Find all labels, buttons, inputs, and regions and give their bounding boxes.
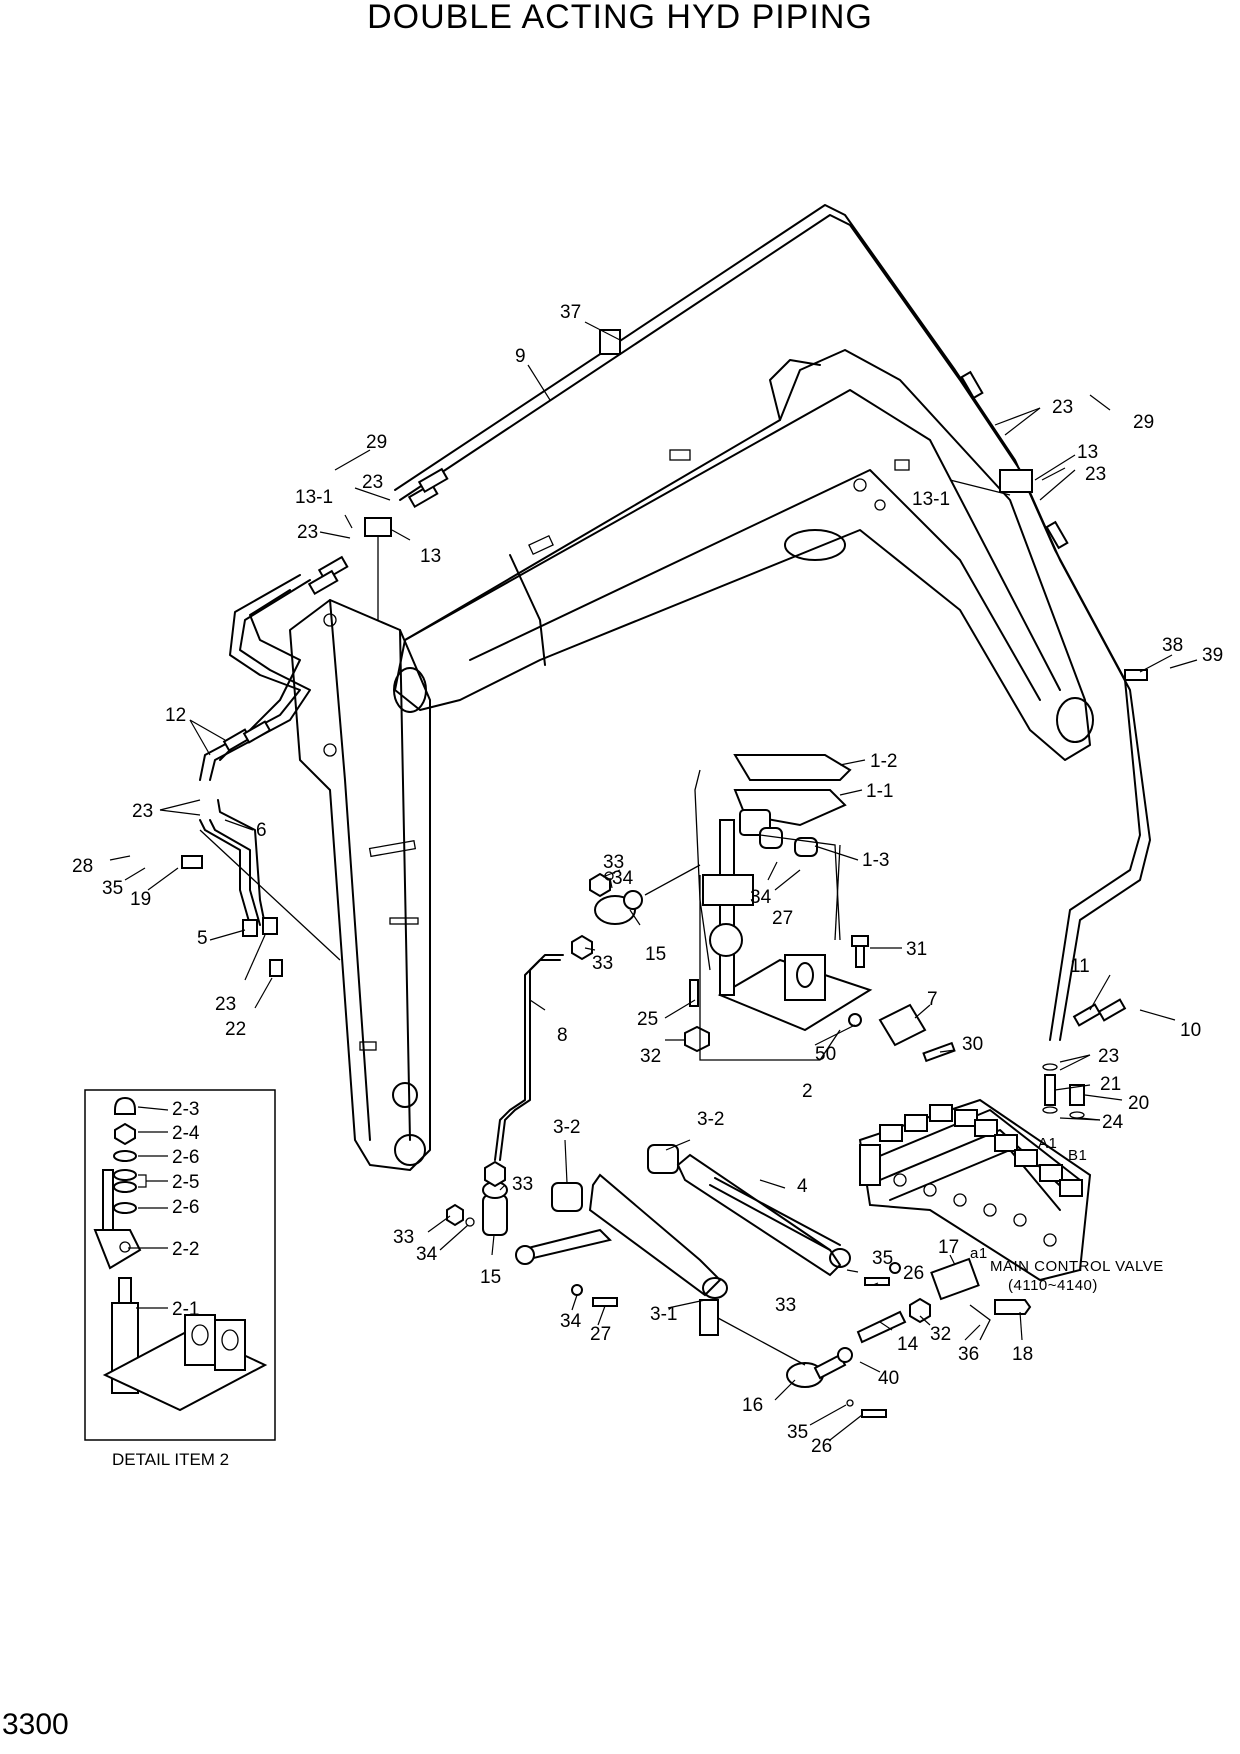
callout-5: 5 [197, 928, 208, 949]
callout-1-1: 1-1 [866, 781, 893, 802]
callout-35-left: 35 [102, 878, 123, 899]
callout-23-lower-left: 23 [215, 994, 236, 1015]
callout-33-rod-end: 33 [592, 953, 613, 974]
callout-17: 17 [938, 1237, 959, 1258]
callout-35-middle: 35 [872, 1248, 893, 1269]
callout-6: 6 [256, 820, 267, 841]
port-a1-label: A1 [1038, 1135, 1057, 1152]
callout-21: 21 [1100, 1074, 1121, 1095]
callout-13-1-right: 13-1 [912, 489, 950, 510]
callout-12: 12 [165, 705, 186, 726]
block-13-right [999, 469, 1033, 493]
callout-23-right-a: 23 [1052, 397, 1073, 418]
callout-3-2-right: 3-2 [697, 1109, 724, 1130]
callout-34-lower-left: 34 [416, 1244, 438, 1265]
callout-2-1: 2-1 [172, 1299, 199, 1320]
leader-lines [109, 321, 1198, 1441]
callout-13-right: 13 [1077, 442, 1098, 463]
callout-14: 14 [897, 1334, 919, 1355]
callout-23-valve: 23 [1098, 1046, 1119, 1067]
callout-3-2-left: 3-2 [553, 1117, 580, 1138]
callout-16: 16 [742, 1395, 763, 1416]
page-title: DOUBLE ACTING HYD PIPING [367, 0, 873, 36]
callout-27-lower: 27 [590, 1324, 611, 1345]
port-b1-label: B1 [1068, 1147, 1087, 1164]
callout-11: 11 [1070, 956, 1090, 977]
callout-2-4: 2-4 [172, 1123, 200, 1144]
boom [394, 349, 1094, 761]
callout-19: 19 [130, 889, 151, 910]
block-13-left [364, 517, 392, 620]
callout-3-1: 3-1 [650, 1304, 677, 1325]
callout-23-left-b: 23 [297, 522, 318, 543]
page-number: 3300 [2, 1708, 69, 1741]
callout-33-upper: 33 [603, 852, 624, 873]
callout-29-right: 29 [1133, 412, 1154, 433]
main-control-valve: A1 B1 a1 [858, 1063, 1092, 1282]
callout-32-upper: 32 [640, 1046, 661, 1067]
pipe-9 [199, 204, 1151, 1041]
callout-2-2: 2-2 [172, 1239, 199, 1260]
callout-20: 20 [1128, 1093, 1149, 1114]
valve-label-line2: (4110~4140) [1008, 1277, 1098, 1294]
callout-25: 25 [637, 1009, 658, 1030]
callout-38: 38 [1162, 635, 1183, 656]
rod-8 [494, 954, 564, 1161]
port-a1-small-label: a1 [970, 1245, 988, 1262]
callout-23-right-b: 23 [1085, 464, 1106, 485]
callout-24: 24 [1102, 1112, 1124, 1133]
callout-2-6-lower: 2-6 [172, 1197, 199, 1218]
callout-23-hose: 23 [132, 801, 153, 822]
callout-27-upper: 27 [772, 908, 793, 929]
callout-15-lower: 15 [480, 1267, 501, 1288]
callout-35-bottom: 35 [787, 1422, 808, 1443]
callout-26-middle: 26 [903, 1263, 924, 1284]
callout-2: 2 [802, 1081, 813, 1102]
callout-13-1-left: 13-1 [295, 487, 333, 508]
callout-13-left: 13 [420, 546, 441, 567]
callout-28: 28 [72, 856, 93, 877]
callout-23-left-a: 23 [362, 472, 383, 493]
callout-10: 10 [1180, 1020, 1201, 1041]
callout-50: 50 [815, 1044, 836, 1065]
callout-8: 8 [557, 1025, 568, 1046]
callout-2-6-upper: 2-6 [172, 1147, 199, 1168]
callout-39: 39 [1202, 645, 1223, 666]
valve-label-line1: MAIN CONTROL VALVE [990, 1258, 1164, 1275]
callout-22: 22 [225, 1019, 246, 1040]
hose-5-6 [181, 799, 341, 977]
callout-36: 36 [958, 1344, 979, 1365]
callout-30: 30 [962, 1034, 983, 1055]
linkage [446, 1144, 1032, 1418]
detail-item-2: DETAIL ITEM 2 [84, 1089, 276, 1469]
callout-1-2: 1-2 [870, 751, 897, 772]
callout-31: 31 [906, 939, 927, 960]
callout-18: 18 [1012, 1344, 1033, 1365]
callout-34-pedal: 34 [750, 887, 772, 908]
arm [289, 599, 431, 1171]
callout-15-upper: 15 [645, 944, 666, 965]
callout-4: 4 [797, 1176, 808, 1197]
callout-34-upper: 34 [612, 868, 634, 889]
callout-34-lower: 34 [560, 1311, 582, 1332]
callout-32-lower: 32 [930, 1324, 951, 1345]
callout-33-linkage: 33 [512, 1174, 533, 1195]
pipe-fittings [222, 329, 1148, 1027]
callout-29-left: 29 [366, 432, 387, 453]
callout-2-5: 2-5 [172, 1172, 199, 1193]
callout-33-lower-right: 33 [775, 1295, 796, 1316]
callout-33-lower-left: 33 [393, 1227, 414, 1248]
callout-2-3: 2-3 [172, 1099, 199, 1120]
detail-caption: DETAIL ITEM 2 [112, 1450, 229, 1469]
callout-26-bottom: 26 [811, 1436, 832, 1457]
callout-37: 37 [560, 302, 581, 323]
callout-9: 9 [515, 346, 526, 367]
callout-7: 7 [927, 989, 938, 1010]
callout-40: 40 [878, 1368, 899, 1389]
pedal-assembly [571, 754, 956, 1063]
callout-labels: 37 9 29 23 13-1 23 13 23 29 13 23 13-1 3… [72, 302, 1223, 1457]
callout-1-3: 1-3 [862, 850, 889, 871]
